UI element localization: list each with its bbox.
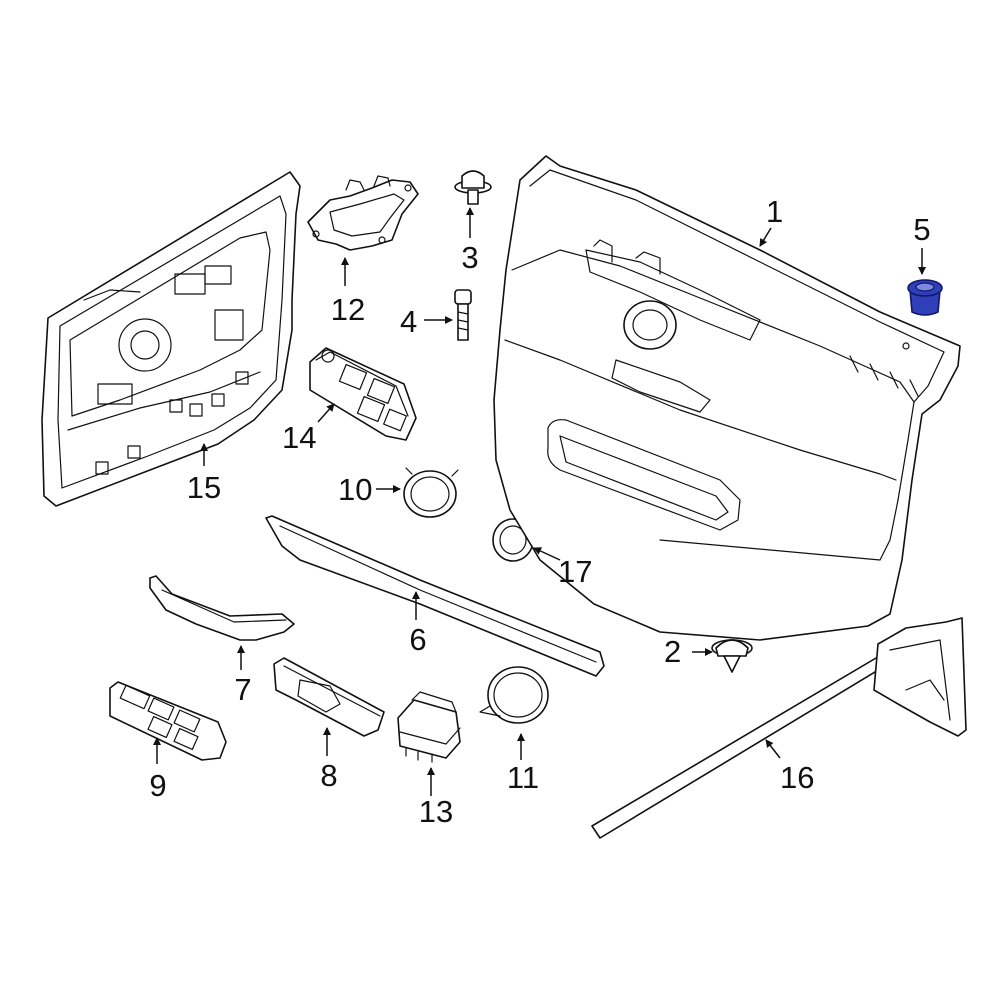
part-11-ring[interactable] — [479, 666, 549, 724]
part-8-switch-bezel[interactable] — [273, 657, 385, 737]
callout-16: 16 — [780, 760, 814, 795]
callout-12: 12 — [331, 292, 365, 327]
callout-13: 13 — [419, 794, 453, 829]
part-3-clip[interactable] — [454, 170, 492, 205]
callout-4: 4 — [400, 304, 417, 339]
part-14-switch-block[interactable] — [309, 347, 417, 441]
callout-17: 17 — [558, 554, 592, 589]
part-12-handle-bracket[interactable] — [307, 175, 419, 251]
callout-labels: 1 2 3 4 5 6 7 8 9 10 11 12 13 14 15 16 1… — [149, 194, 930, 829]
part-13-switch[interactable] — [397, 691, 461, 763]
part-7-armrest-trim[interactable] — [149, 575, 295, 641]
leader-lines — [153, 207, 926, 796]
callout-1: 1 — [766, 194, 783, 229]
callout-8: 8 — [320, 758, 337, 793]
callout-6: 6 — [409, 622, 426, 657]
part-9-switch-panel[interactable] — [109, 681, 227, 761]
callout-7: 7 — [234, 672, 251, 707]
callout-3: 3 — [461, 240, 478, 275]
callout-2: 2 — [664, 634, 681, 669]
part-16-seal-strip[interactable] — [591, 617, 967, 839]
callout-15: 15 — [187, 470, 221, 505]
part-1-door-trim-panel[interactable] — [493, 155, 961, 641]
callout-9: 9 — [149, 768, 166, 803]
callout-5: 5 — [913, 212, 930, 247]
part-2-push-clip[interactable] — [711, 639, 753, 673]
part-5-grommet[interactable] — [907, 279, 943, 316]
callout-11: 11 — [507, 760, 539, 795]
callout-10: 10 — [338, 472, 372, 507]
part-10-grille-ring[interactable] — [403, 467, 459, 518]
callout-14: 14 — [282, 420, 316, 455]
part-15-door-carrier[interactable] — [41, 171, 301, 507]
part-4-screw[interactable] — [454, 289, 472, 341]
part-6-trim-strip[interactable] — [265, 515, 605, 677]
